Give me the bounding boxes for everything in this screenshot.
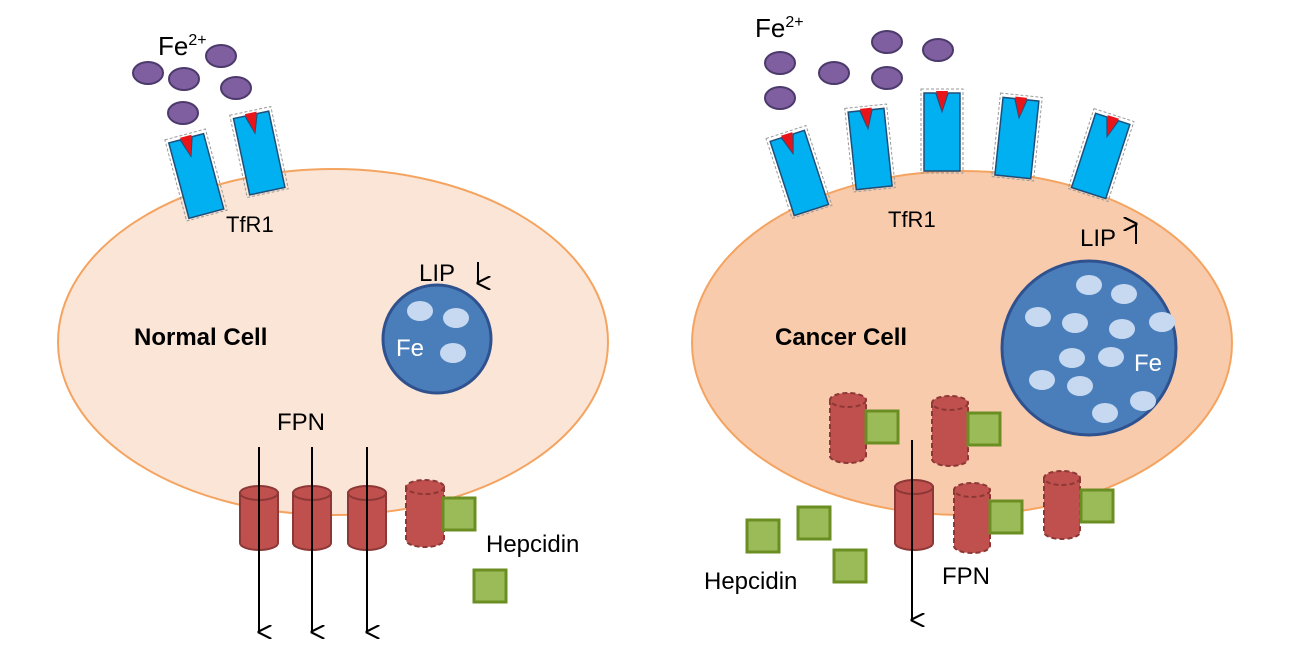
iron-ion (132, 61, 164, 85)
cancer-cell-label: Cancer Cell (775, 324, 907, 351)
storage-dot (1076, 275, 1102, 295)
iron-ion (818, 61, 850, 85)
normal-storage-fe-label: Fe (396, 335, 424, 362)
hepcidin-free (745, 518, 781, 554)
cancer-fe2-label: Fe2+ (755, 13, 804, 43)
storage-dot (1059, 348, 1085, 368)
normal-fpn-label: FPN (277, 409, 325, 436)
hepcidin-free (472, 568, 508, 604)
hepcidin-free (832, 548, 868, 584)
hepcidin-bound (864, 409, 900, 445)
iron-ion (871, 30, 903, 54)
cancer-fpn-channel-inhibited (953, 482, 991, 554)
normal-hepcidin-label: Hepcidin (486, 531, 579, 558)
cancer-receptor (844, 103, 896, 193)
iron-ion (220, 76, 252, 100)
storage-dot (1025, 307, 1051, 327)
cancer-lip-label: LIP (1080, 225, 1116, 252)
storage-dot (1149, 312, 1175, 332)
storage-dot (443, 308, 469, 328)
storage-dot (1029, 370, 1055, 390)
cancer-storage-dots (1025, 275, 1175, 423)
storage-dot (1067, 376, 1093, 396)
storage-dot (1098, 347, 1124, 367)
normal-lip-label: LIP (419, 260, 455, 287)
iron-ion (205, 44, 237, 68)
storage-dot (407, 301, 433, 321)
hepcidin-bound (988, 499, 1024, 535)
normal-receptor (164, 128, 228, 222)
normal-cell-membrane (57, 168, 609, 516)
hepcidin-bound (966, 411, 1002, 447)
iron-ion (764, 51, 796, 75)
normal-iron-ions (132, 44, 252, 125)
hepcidin-bound (1079, 488, 1115, 524)
storage-dot (1092, 403, 1118, 423)
iron-ion (922, 38, 954, 62)
normal-cell-label: Normal Cell (134, 324, 267, 351)
cancer-fpn-internalized (931, 395, 969, 467)
iron-ion (168, 67, 200, 91)
cancer-fpn-internalized (829, 392, 867, 464)
cancer-fpn-channel (894, 479, 934, 551)
normal-cell-panel: Fe2+ TfR1 Fe LIP Normal Cell FPN (57, 31, 609, 632)
storage-dot (1109, 319, 1135, 339)
cancer-hepcidin-label: Hepcidin (704, 568, 797, 595)
cancer-receptor (1067, 107, 1135, 203)
cancer-iron-ions (764, 30, 954, 110)
iron-ion (764, 86, 796, 110)
cancer-receptor (920, 88, 964, 174)
cancer-tfr1-label: TfR1 (888, 207, 936, 232)
cancer-fpn-label: FPN (942, 563, 990, 590)
normal-storage-dots (407, 301, 469, 363)
storage-dot (1111, 284, 1137, 304)
cancer-storage-fe-label: Fe (1134, 350, 1162, 377)
cancer-fpn-channel-inhibited (1043, 470, 1081, 540)
cancer-cell-panel: Fe2+ TfR1 LIP (691, 13, 1233, 620)
hepcidin-bound (441, 496, 477, 532)
iron-ion (167, 101, 199, 125)
storage-dot (1062, 313, 1088, 333)
storage-dot (1130, 391, 1156, 411)
normal-receptor (229, 105, 289, 199)
cancer-receptor (765, 124, 833, 220)
normal-fpn-channel-inhibited (405, 479, 445, 548)
hepcidin-free (796, 505, 832, 541)
normal-fe2-label: Fe2+ (158, 31, 207, 61)
iron-ion (871, 66, 903, 90)
cancer-receptor (991, 92, 1043, 182)
storage-dot (440, 343, 466, 363)
normal-tfr1-label: TfR1 (226, 212, 274, 237)
cancer-storage-vesicle (1000, 259, 1178, 437)
